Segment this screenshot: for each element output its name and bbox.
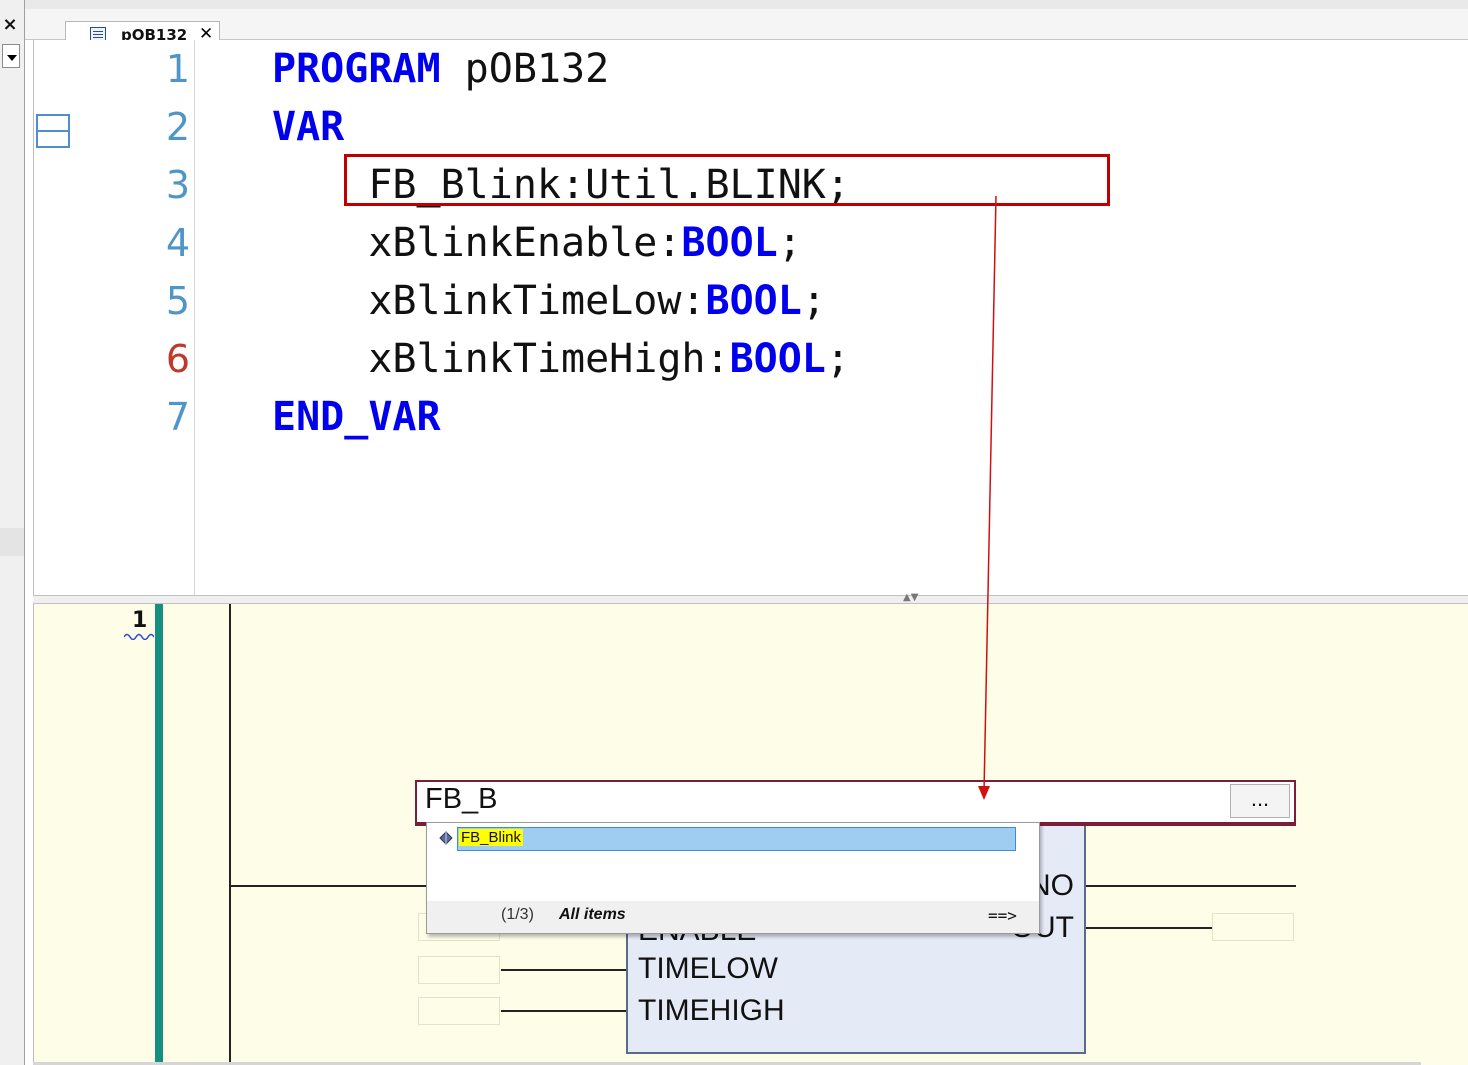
instance-name-value[interactable]: FB_B [425,783,498,815]
autocomplete-item-label[interactable]: FB_Blink [459,829,524,846]
code-text: ; [801,278,826,324]
line-number: 1 [165,47,190,91]
code-keyword: BOOL [729,336,826,382]
code-line[interactable]: FB_Blink:Util.BLINK; [272,156,850,214]
autocomplete-filter[interactable]: All items [559,906,626,923]
line-number: 7 [165,395,190,439]
editor-tab-bar: pOB132 ✕ [25,0,1468,49]
eno-wire [1086,885,1296,887]
enable-wire [231,885,427,887]
code-line[interactable]: END_VAR [272,388,441,446]
code-line[interactable]: xBlinkTimeHigh:BOOL; [272,330,850,388]
left-strip-marker [0,528,24,556]
code-line[interactable]: xBlinkTimeLow:BOOL; [272,272,826,330]
rung-error-squiggle [124,633,154,640]
declaration-editor[interactable] [33,40,1468,596]
line-number: 4 [165,221,190,265]
line-number: 3 [165,163,190,207]
rung-bar [155,604,163,1065]
panel-dropdown-button[interactable] [2,44,20,68]
timelow-wire [501,969,626,971]
fold-collapse-icon[interactable] [36,114,70,148]
line-number: 6 [165,337,190,381]
tab-close-icon[interactable]: ✕ [199,24,214,44]
code-line[interactable]: PROGRAM pOB132 [272,40,609,98]
code-text: ; [777,220,802,266]
autocomplete-more-button[interactable]: ==> [988,906,1017,925]
code-text: pOB132 [440,46,610,92]
highlight-annotation-box [344,154,1110,206]
instance-name-input[interactable] [415,780,1296,826]
output-box-out[interactable] [1212,913,1294,941]
autocomplete-footer [427,901,1039,933]
pin-timehigh[interactable]: TIMEHIGH [638,994,785,1027]
rung-number: 1 [132,608,148,633]
autocomplete-count: (1/3) [501,906,534,923]
splitter-arrows-icon[interactable]: ▲▼ [903,592,919,603]
pin-timelow[interactable]: TIMELOW [638,952,778,985]
code-text: xBlinkTimeHigh: [272,336,730,382]
gutter-separator [194,40,195,596]
line-number: 2 [165,105,190,149]
input-box-timelow[interactable] [418,956,500,984]
code-line[interactable]: VAR [272,98,344,156]
editor-splitter[interactable] [33,595,1468,604]
code-keyword: BOOL [681,220,778,266]
code-text: xBlinkTimeLow: [272,278,706,324]
out-wire [1086,927,1212,929]
input-box-timehigh[interactable] [418,997,500,1025]
code-keyword: BOOL [705,278,802,324]
code-text: FB_Blink:Util.BLINK; [272,162,850,208]
code-text: ; [825,336,850,382]
variable-icon [439,831,453,845]
line-number: 5 [165,279,190,323]
tab-label: pOB132 [121,26,188,44]
code-line[interactable]: xBlinkEnable:BOOL; [272,214,802,272]
code-keyword: VAR [272,104,345,150]
autocomplete-item[interactable] [457,827,1016,851]
code-keyword: PROGRAM [272,46,441,92]
bottom-border [33,1062,1421,1065]
timehigh-wire [501,1010,626,1012]
code-text: xBlinkEnable: [272,220,682,266]
power-rail [229,604,231,1065]
code-keyword: END_VAR [272,394,441,440]
close-panel-icon[interactable]: × [2,14,18,35]
input-assistant-button[interactable]: ... [1230,784,1290,818]
